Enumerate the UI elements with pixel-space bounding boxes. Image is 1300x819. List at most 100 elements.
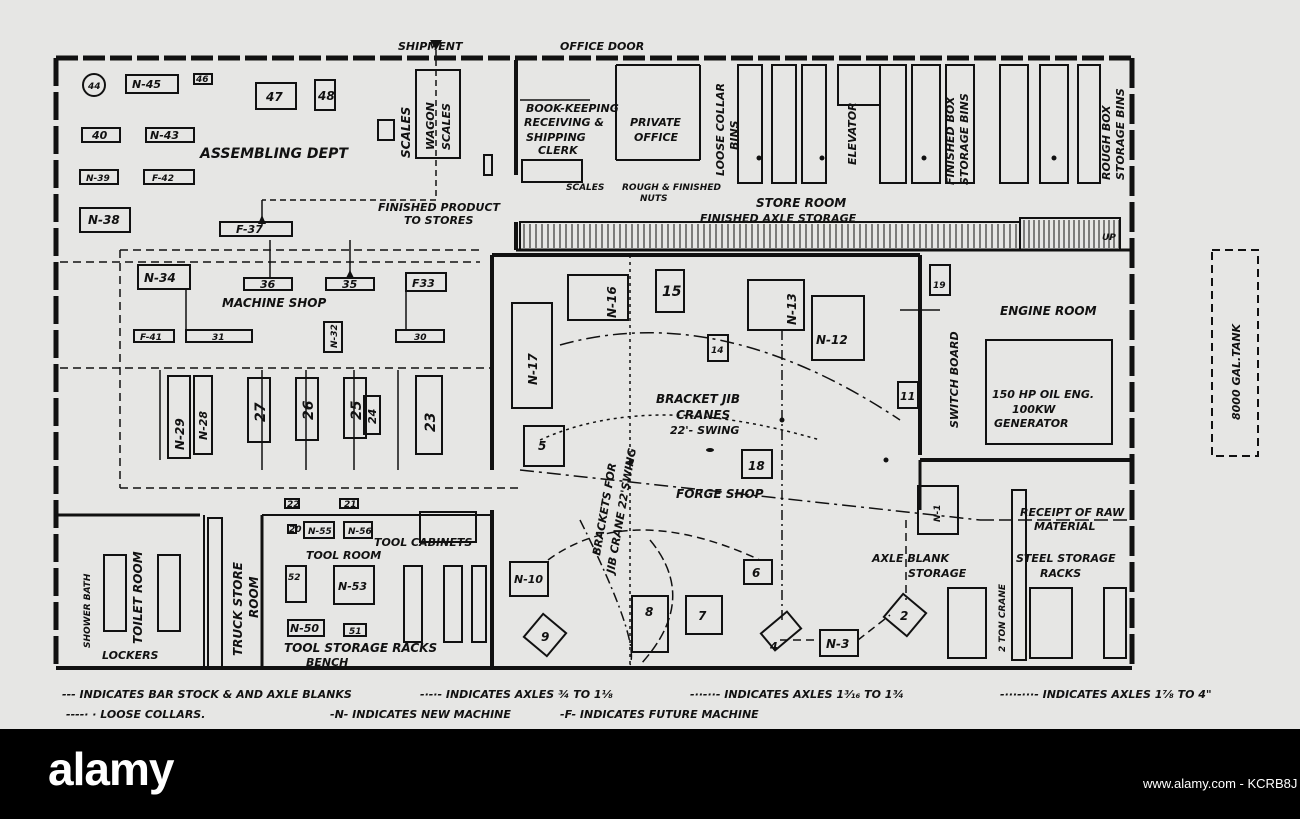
machine-n34: N-34 xyxy=(144,271,176,285)
machine-30: 30 xyxy=(414,333,427,343)
label-rough-box: ROUGH BOX xyxy=(1100,105,1113,180)
legend-future-machine: -F- INDICATES FUTURE MACHINE xyxy=(560,708,759,721)
label-finished-box-storage: STORAGE BINS xyxy=(958,93,971,185)
legend-new-machine: -N- INDICATES NEW MACHINE xyxy=(330,708,511,721)
label-loose-collar: LOOSE COLLAR xyxy=(714,83,727,176)
label-finished-box: FINISHED BOX xyxy=(944,96,957,185)
machine-n39: N-39 xyxy=(86,174,110,184)
label-bench: BENCH xyxy=(306,656,348,669)
machine-19: 19 xyxy=(933,281,946,291)
machine-n38: N-38 xyxy=(88,213,120,227)
machine-n3: N-3 xyxy=(826,637,849,651)
machine-n17: N-17 xyxy=(526,353,540,385)
label-oil-engine: 150 HP OIL ENG. xyxy=(992,388,1094,401)
machine-48: 48 xyxy=(317,89,335,103)
label-clerk: CLERK xyxy=(538,144,579,157)
label-private: PRIVATE xyxy=(630,116,681,129)
machine-n16: N-16 xyxy=(605,286,619,318)
watermark-stock-id: www.alamy.com - KCRB8J xyxy=(1143,776,1298,791)
machine-n55: N-55 xyxy=(308,527,332,537)
label-rough-box-storage: STORAGE BINS xyxy=(1114,88,1127,180)
machine-15: 15 xyxy=(662,284,682,300)
label-forge-shop: FORGE SHOP xyxy=(676,487,764,501)
label-truck-room: ROOM xyxy=(247,576,261,618)
machine-n1: N-1 xyxy=(933,504,943,522)
floor-plan-svg: SHIPMENT OFFICE DOOR 44 N-45 46 47 48 40… xyxy=(53,40,1259,721)
machine-boxes xyxy=(79,73,1259,669)
machine-46: 46 xyxy=(195,75,209,85)
label-scales: SCALES xyxy=(399,107,413,158)
machine-n45: N-45 xyxy=(132,78,161,91)
machine-14: 14 xyxy=(711,346,724,356)
machine-36: 36 xyxy=(260,278,276,291)
label-office: OFFICE xyxy=(634,131,679,144)
label-to-stores: TO STORES xyxy=(404,214,473,227)
machine-52: 52 xyxy=(288,573,301,583)
label-machine-shop: MACHINE SHOP xyxy=(222,296,326,310)
machine-18: 18 xyxy=(748,459,765,473)
label-cranes: CRANES xyxy=(676,408,730,422)
machine-5: 5 xyxy=(538,439,546,453)
machine-25: 25 xyxy=(349,400,365,420)
machine-27: 27 xyxy=(253,402,269,422)
legend-loose-collars: ----· · LOOSE COLLARS. xyxy=(66,708,205,721)
machine-f41: F-41 xyxy=(140,333,162,343)
machine-6: 6 xyxy=(752,566,760,580)
flow-lines xyxy=(60,40,1130,666)
machine-40: 40 xyxy=(91,129,108,142)
label-steel-storage: STEEL STORAGE xyxy=(1016,552,1116,565)
label-swing: 22'- SWING xyxy=(670,424,739,437)
label-shipping: SHIPPING xyxy=(526,131,586,144)
legend-axles-large: -···-···- INDICATES AXLES 1⅞ TO 4" xyxy=(1000,688,1212,701)
markers xyxy=(258,40,1057,465)
label-tank: 8000 GAL.TANK xyxy=(1230,322,1243,420)
label-shipment: SHIPMENT xyxy=(398,40,464,53)
label-lockers: LOCKERS xyxy=(102,649,159,662)
label-generator: GENERATOR xyxy=(994,417,1069,430)
label-office-door: OFFICE DOOR xyxy=(560,40,644,53)
machine-n13: N-13 xyxy=(785,293,799,325)
label-shower-bath: SHOWER BATH xyxy=(83,573,93,648)
machine-35: 35 xyxy=(342,278,358,291)
machine-22: 22 xyxy=(287,500,300,510)
machine-44: 44 xyxy=(87,82,101,92)
label-elevator: ELEVATOR xyxy=(846,102,859,165)
machine-26: 26 xyxy=(301,400,317,420)
label-store-room: STORE ROOM xyxy=(756,196,846,210)
machine-24: 24 xyxy=(366,409,379,424)
machine-7: 7 xyxy=(698,609,707,623)
watermark-bar xyxy=(0,729,1300,819)
machine-8: 8 xyxy=(645,605,653,619)
machine-n53: N-53 xyxy=(338,580,367,593)
label-bookkeeping: BOOK-KEEPING xyxy=(526,102,619,115)
legend-axles-small: -·-·- INDICATES AXLES ¾ TO 1⅛ xyxy=(420,688,614,701)
outer-walls xyxy=(53,55,1135,670)
label-truck-store: TRUCK STORE xyxy=(231,561,245,656)
label-nuts: NUTS xyxy=(640,194,667,204)
label-material: MATERIAL xyxy=(1034,520,1096,533)
label-racks: RACKS xyxy=(1040,567,1081,580)
storage-bins xyxy=(737,64,1101,184)
machine-n50: N-50 xyxy=(290,622,319,635)
machine-9: 9 xyxy=(541,630,549,644)
label-toilet-room: TOILET ROOM xyxy=(131,551,145,644)
machine-31: 31 xyxy=(212,333,225,343)
label-rough-finished: ROUGH & FINISHED xyxy=(622,183,721,193)
label-up: UP xyxy=(1102,233,1116,243)
label-scales-small: SCALES xyxy=(566,183,604,193)
machine-n12: N-12 xyxy=(816,333,848,347)
finished-axle-storage-rack xyxy=(519,217,1121,251)
machine-47: 47 xyxy=(265,90,283,104)
machine-n28: N-28 xyxy=(197,411,210,440)
machine-11: 11 xyxy=(900,390,915,403)
machine-21: 21 xyxy=(344,500,357,510)
legend: --- INDICATES BAR STOCK & AND AXLE BLANK… xyxy=(62,688,1212,721)
label-tool-storage-racks: TOOL STORAGE RACKS xyxy=(284,641,437,655)
label-tool-room: TOOL ROOM xyxy=(306,549,381,562)
machine-23: 23 xyxy=(423,413,439,432)
label-switch-board: SWITCH BOARD xyxy=(948,331,961,428)
machine-n10: N-10 xyxy=(514,573,543,586)
label-wagon: WAGON xyxy=(424,102,437,150)
legend-bar-stock: --- INDICATES BAR STOCK & AND AXLE BLANK… xyxy=(62,688,352,701)
